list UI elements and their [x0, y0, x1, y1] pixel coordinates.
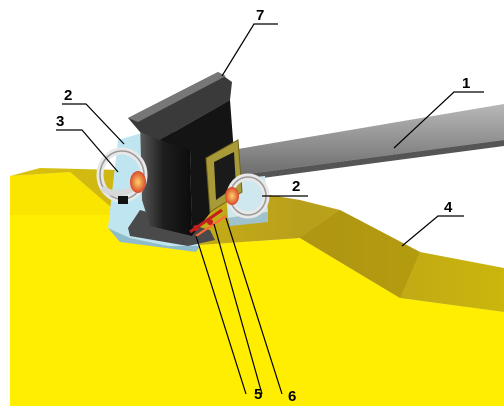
left-weld-spot: [130, 171, 146, 193]
rail: [128, 72, 236, 246]
right-weld-spot: [225, 187, 239, 205]
callout-3: 3: [56, 113, 64, 130]
left-spring-clip: [96, 147, 148, 204]
ground-ridge-shade: [300, 210, 420, 298]
leader-6: [213, 223, 263, 395]
leader-lines: [56, 23, 484, 395]
leader-4: [401, 215, 464, 247]
callout-5: 5: [254, 386, 262, 403]
rail-head: [128, 72, 232, 140]
metal-strip: [232, 104, 504, 182]
callout-4: 4: [444, 199, 453, 216]
callout-1: 1: [462, 75, 470, 92]
callout-7: 7: [256, 7, 264, 24]
leader-6b: [225, 217, 283, 395]
strip-edge: [232, 140, 504, 182]
callout-labels: 7 1 2 3 2 4 5 6: [56, 7, 470, 405]
leader-1: [393, 91, 484, 149]
callout-6: 6: [288, 388, 296, 405]
rail-head-top: [128, 72, 226, 122]
connector-wires: [189, 208, 227, 237]
leader-7: [221, 23, 278, 77]
callout-2-left: 2: [64, 87, 72, 104]
base-plate-shade: [108, 228, 200, 252]
leader-5: [195, 235, 247, 395]
left-clip-bolt: [118, 196, 128, 204]
leader-3: [56, 129, 119, 173]
callout-2-right: 2: [292, 178, 300, 195]
strip-top: [232, 104, 504, 176]
leader-2-left: [62, 103, 125, 145]
ground-lower-shade: [10, 172, 120, 215]
